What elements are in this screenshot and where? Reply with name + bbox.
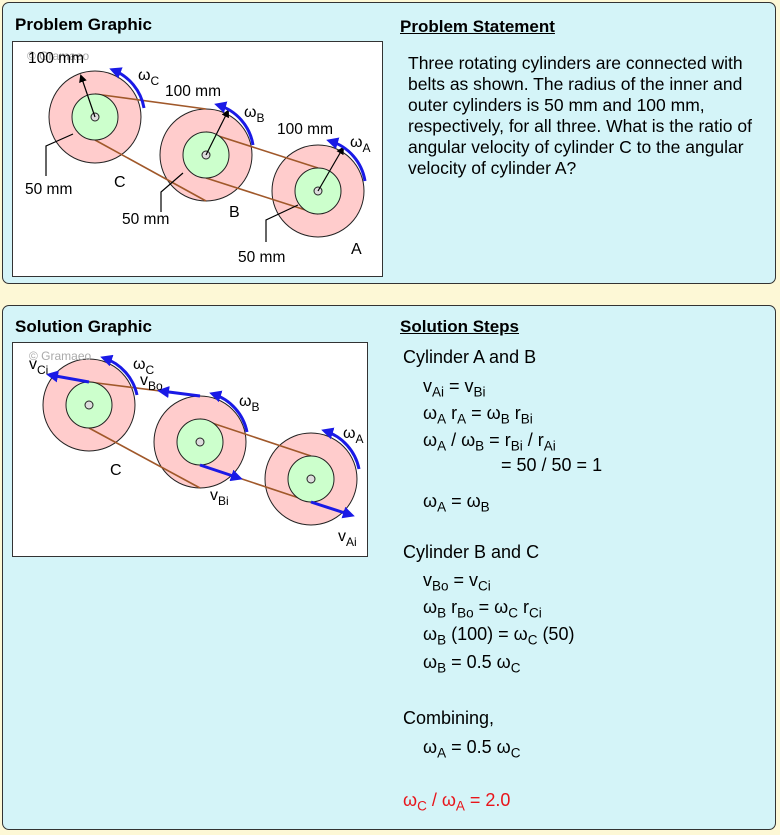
eq-wb-half: ωB = 0.5 ωC [423, 652, 521, 676]
label-omega-b: ωB [244, 104, 265, 125]
belt-cb-top [94, 93, 207, 110]
vel-arrow-bi [199, 463, 243, 482]
sol-omega-arc-b [209, 390, 249, 433]
belt-ba-top [205, 131, 319, 169]
problem-statement-title: Problem Statement [400, 17, 555, 36]
solution-steps-title: Solution Steps [400, 317, 519, 336]
label-cyl-b: B [229, 204, 240, 221]
label-cyl-a: A [351, 241, 362, 258]
label-50mm-b: 50 mm [122, 211, 169, 228]
label-omega-c: ωC [138, 67, 160, 88]
sol-label-omega-a: ωA [343, 425, 364, 446]
eq-numeric-bc: ωB (100) = ωC (50) [423, 624, 575, 648]
eq-wr-bc: ωB rBo = ωC rCi [423, 597, 542, 621]
radius-arrow-a [317, 146, 345, 192]
section-combine-title: Combining, [403, 708, 495, 728]
eq-wr-ab: ωA rA = ωB rBi [423, 403, 533, 427]
section-bc-title: Cylinder B and C [403, 542, 540, 562]
sol-label-omega-c: ωC [133, 356, 155, 377]
leader-a [265, 204, 299, 242]
solution-graphic: © Gramaeo vCi vBo vBi vAi ωC ωB ωA C [12, 342, 368, 557]
label-50mm-a: 50 mm [238, 249, 285, 266]
belt-ba-bottom [205, 177, 319, 215]
problem-panel: Problem Graphic Problem Statement [2, 2, 776, 284]
solution-graphic-title: Solution Graphic [15, 317, 152, 336]
eq-ratio-ab: ωA / ωB = rBi / rAi [423, 430, 556, 454]
belt-cb-bottom [94, 139, 207, 202]
omega-arc-c [109, 67, 146, 109]
label-omega-a: ωA [350, 134, 371, 155]
label-100mm-a: 100 mm [277, 121, 333, 138]
sol-label-cyl-c: C [110, 462, 122, 479]
radius-arrow-c [79, 74, 96, 118]
leader-b [160, 172, 184, 212]
solution-diagram: © Gramaeo vCi vBo vBi vAi ωC ωB ωA C [29, 349, 364, 549]
radius-arrow-b [205, 109, 229, 156]
omega-arc-a [326, 137, 367, 182]
sol-axle-b [195, 437, 205, 447]
eq-wa-half: ωA = 0.5 ωC [423, 737, 521, 761]
label-100mm-b: 100 mm [165, 83, 221, 100]
problem-graphic: © Gramaeo 100 mm 100 mm 100 mm 50 mm 50 … [12, 41, 383, 277]
solution-panel: Solution Graphic Solution Steps [2, 305, 776, 830]
eq-v-ai-bi: vAi = vBi [423, 376, 486, 400]
sol-omega-arc-c [100, 354, 139, 396]
eq-v-bo-ci: vBo = vCi [423, 570, 491, 594]
problem-diagram: © Gramaeo 100 mm 100 mm 100 mm 50 mm 50 … [25, 49, 371, 266]
problem-statement: Three rotating cylinders are connected w… [408, 53, 752, 178]
label-cyl-c: C [114, 174, 126, 191]
vel-arrow-ai [310, 500, 355, 519]
vel-arrow-ci [46, 370, 90, 384]
label-v-bo: vBo [140, 372, 163, 393]
eq-ratio-value: = 50 / 50 = 1 [501, 455, 603, 475]
sol-watermark: © Gramaeo [29, 349, 92, 363]
watermark: © Gramaeo [27, 49, 90, 63]
sol-belt-cb-bottom [88, 427, 201, 489]
label-v-ai: vAi [338, 528, 357, 549]
leader-c [45, 133, 74, 176]
vel-arrow-bo [157, 386, 201, 398]
final-result: ωC / ωA = 2.0 [403, 790, 511, 814]
label-v-bi: vBi [210, 487, 229, 508]
problem-graphic-title: Problem Graphic [15, 15, 152, 34]
label-100mm-c: 100 mm [28, 50, 84, 67]
eq-wa-wb: ωA = ωB [423, 491, 490, 515]
label-v-ci: vCi [29, 356, 48, 377]
omega-arc-b [214, 101, 255, 146]
sol-axle-a [306, 474, 316, 484]
label-50mm-c: 50 mm [25, 181, 72, 198]
sol-axle-c [84, 400, 94, 410]
sol-belt-ba-top [199, 418, 312, 457]
section-ab-title: Cylinder A and B [403, 347, 537, 367]
sol-label-omega-b: ωB [239, 393, 260, 414]
sol-omega-arc-a [321, 427, 361, 470]
